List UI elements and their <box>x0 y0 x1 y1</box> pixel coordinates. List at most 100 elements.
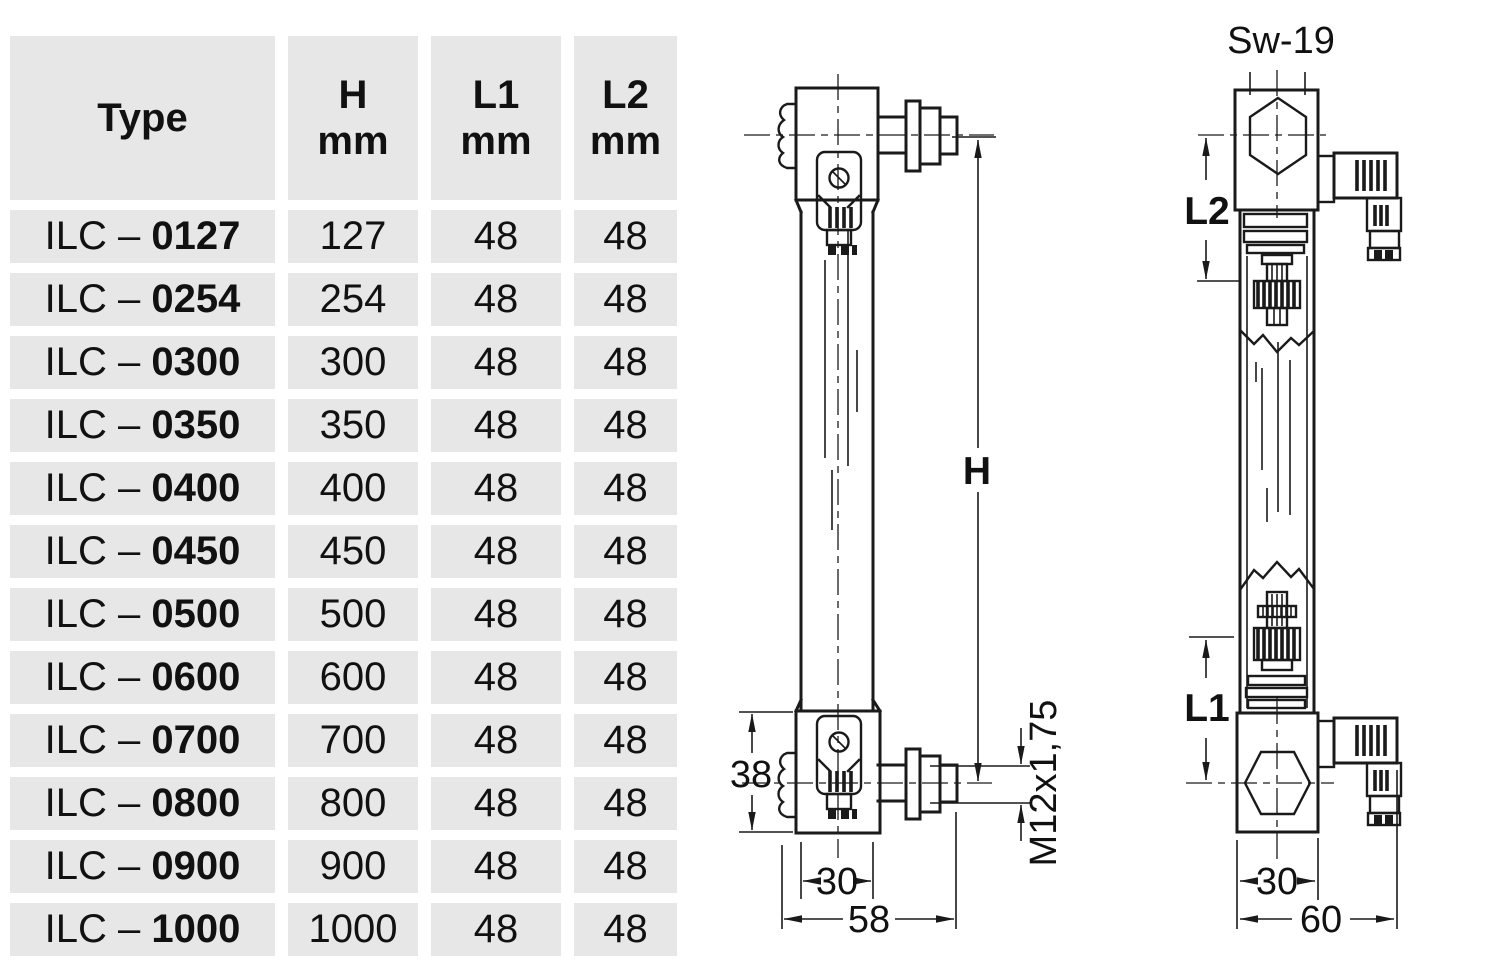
h-cell: 450 <box>288 525 418 578</box>
gauge-body-side <box>777 86 959 835</box>
header-l2-label: L2 <box>602 72 649 117</box>
type-prefix: ILC – <box>44 466 152 510</box>
type-cell: ILC – 0300 <box>10 336 275 389</box>
l1-cell: 48 <box>431 840 561 893</box>
l2-cell: 48 <box>574 336 677 389</box>
l2-cell: 48 <box>574 210 677 263</box>
clamp-profile <box>777 102 798 170</box>
l2-cell: 48 <box>574 588 677 641</box>
l1-cell: 48 <box>431 777 561 830</box>
dimension-labels-front: L2 L1 30 60 <box>1184 190 1342 941</box>
type-code: 0700 <box>151 718 241 762</box>
l2-cell: 48 <box>574 651 677 704</box>
header-h-label: H <box>338 72 368 117</box>
dimension-labels-side: H 38 30 58 M12x1,75 <box>730 450 1065 941</box>
l1-cell: 48 <box>431 525 561 578</box>
l1-cell: 48 <box>431 903 561 956</box>
h-cell: 300 <box>288 336 418 389</box>
dim-label-30: 30 <box>816 861 858 903</box>
type-code: 0900 <box>151 844 241 888</box>
l2-cell: 48 <box>574 903 677 956</box>
type-cell: ILC – 0500 <box>10 588 275 641</box>
dim-label-thread: M12x1,75 <box>1023 700 1065 867</box>
type-code: 0800 <box>151 781 241 825</box>
front-view-drawing: Sw-19 <box>1184 20 1403 941</box>
gauge-body-front <box>1233 88 1403 834</box>
float-mechanism-bottom <box>1238 560 1316 710</box>
type-cell: ILC – 1000 <box>10 903 275 956</box>
type-cell: ILC – 0350 <box>10 399 275 452</box>
l1-cell: 48 <box>431 336 561 389</box>
l2-cell: 48 <box>574 525 677 578</box>
dim-label-38: 38 <box>730 754 772 796</box>
dim-label-h: H <box>963 450 991 493</box>
h-cell: 800 <box>288 777 418 830</box>
type-prefix: ILC – <box>44 907 152 951</box>
type-code: 0254 <box>151 277 241 321</box>
type-prefix: ILC – <box>44 781 152 825</box>
type-prefix: ILC – <box>44 403 152 447</box>
l2-cell: 48 <box>574 714 677 767</box>
dimension-lines-side <box>739 136 1030 929</box>
dim-label-l1: L1 <box>1184 687 1230 730</box>
type-prefix: ILC – <box>44 277 152 321</box>
type-prefix: ILC – <box>44 718 152 762</box>
header-l1-unit: mm <box>460 119 532 163</box>
type-code: 0450 <box>151 529 241 573</box>
type-cell: ILC – 0400 <box>10 462 275 515</box>
type-cell: ILC – 0127 <box>10 210 275 263</box>
type-prefix: ILC – <box>44 340 152 384</box>
l1-cell: 48 <box>431 210 561 263</box>
header-h-unit: mm <box>317 119 389 163</box>
type-cell: ILC – 0450 <box>10 525 275 578</box>
header-type-label: Type <box>97 95 188 140</box>
type-cell: ILC – 0900 <box>10 840 275 893</box>
type-cell: ILC – 0600 <box>10 651 275 704</box>
side-view-drawing: H 38 30 58 M12x1,75 <box>730 74 1065 941</box>
l2-cell: 48 <box>574 462 677 515</box>
header-l1-label: L1 <box>472 72 520 117</box>
l1-cell: 48 <box>431 651 561 704</box>
l1-cell: 48 <box>431 399 561 452</box>
type-cell: ILC – 0800 <box>10 777 275 830</box>
centerlines <box>1186 70 1334 860</box>
type-prefix: ILC – <box>44 529 152 573</box>
dim-label-58: 58 <box>848 899 890 941</box>
wrench-size-label: Sw-19 <box>1227 20 1335 62</box>
stud-and-nut <box>876 99 959 173</box>
type-code: 0400 <box>151 466 241 510</box>
type-code: 0350 <box>151 403 241 447</box>
h-cell: 900 <box>288 840 418 893</box>
type-prefix: ILC – <box>44 214 152 258</box>
l1-cell: 48 <box>431 462 561 515</box>
l1-cell: 48 <box>431 588 561 641</box>
dimension-lines-front <box>1189 137 1398 929</box>
dim-label-l2: L2 <box>1184 190 1230 233</box>
din-connector <box>815 150 863 255</box>
header-l2-unit: mm <box>589 119 662 163</box>
l2-cell: 48 <box>574 273 677 326</box>
l1-cell: 48 <box>431 714 561 767</box>
float-mechanism-top <box>1238 253 1316 354</box>
l2-cell: 48 <box>574 840 677 893</box>
type-prefix: ILC – <box>44 655 152 699</box>
h-cell: 600 <box>288 651 418 704</box>
hex-fitting-bottom <box>1243 750 1312 816</box>
dim-label-30: 30 <box>1256 861 1298 903</box>
h-cell: 350 <box>288 399 418 452</box>
type-prefix: ILC – <box>44 592 152 636</box>
centerlines <box>742 74 994 858</box>
type-code: 1000 <box>151 907 241 951</box>
h-cell: 254 <box>288 273 418 326</box>
din-connector-side <box>1316 151 1403 262</box>
type-prefix: ILC – <box>44 844 152 888</box>
l1-cell: 48 <box>431 273 561 326</box>
l2-cell: 48 <box>574 399 677 452</box>
hex-fitting-top <box>1248 96 1308 176</box>
dim-label-60: 60 <box>1300 899 1342 941</box>
h-cell: 500 <box>288 588 418 641</box>
type-code: 0600 <box>151 655 241 699</box>
type-code: 0300 <box>151 340 241 384</box>
